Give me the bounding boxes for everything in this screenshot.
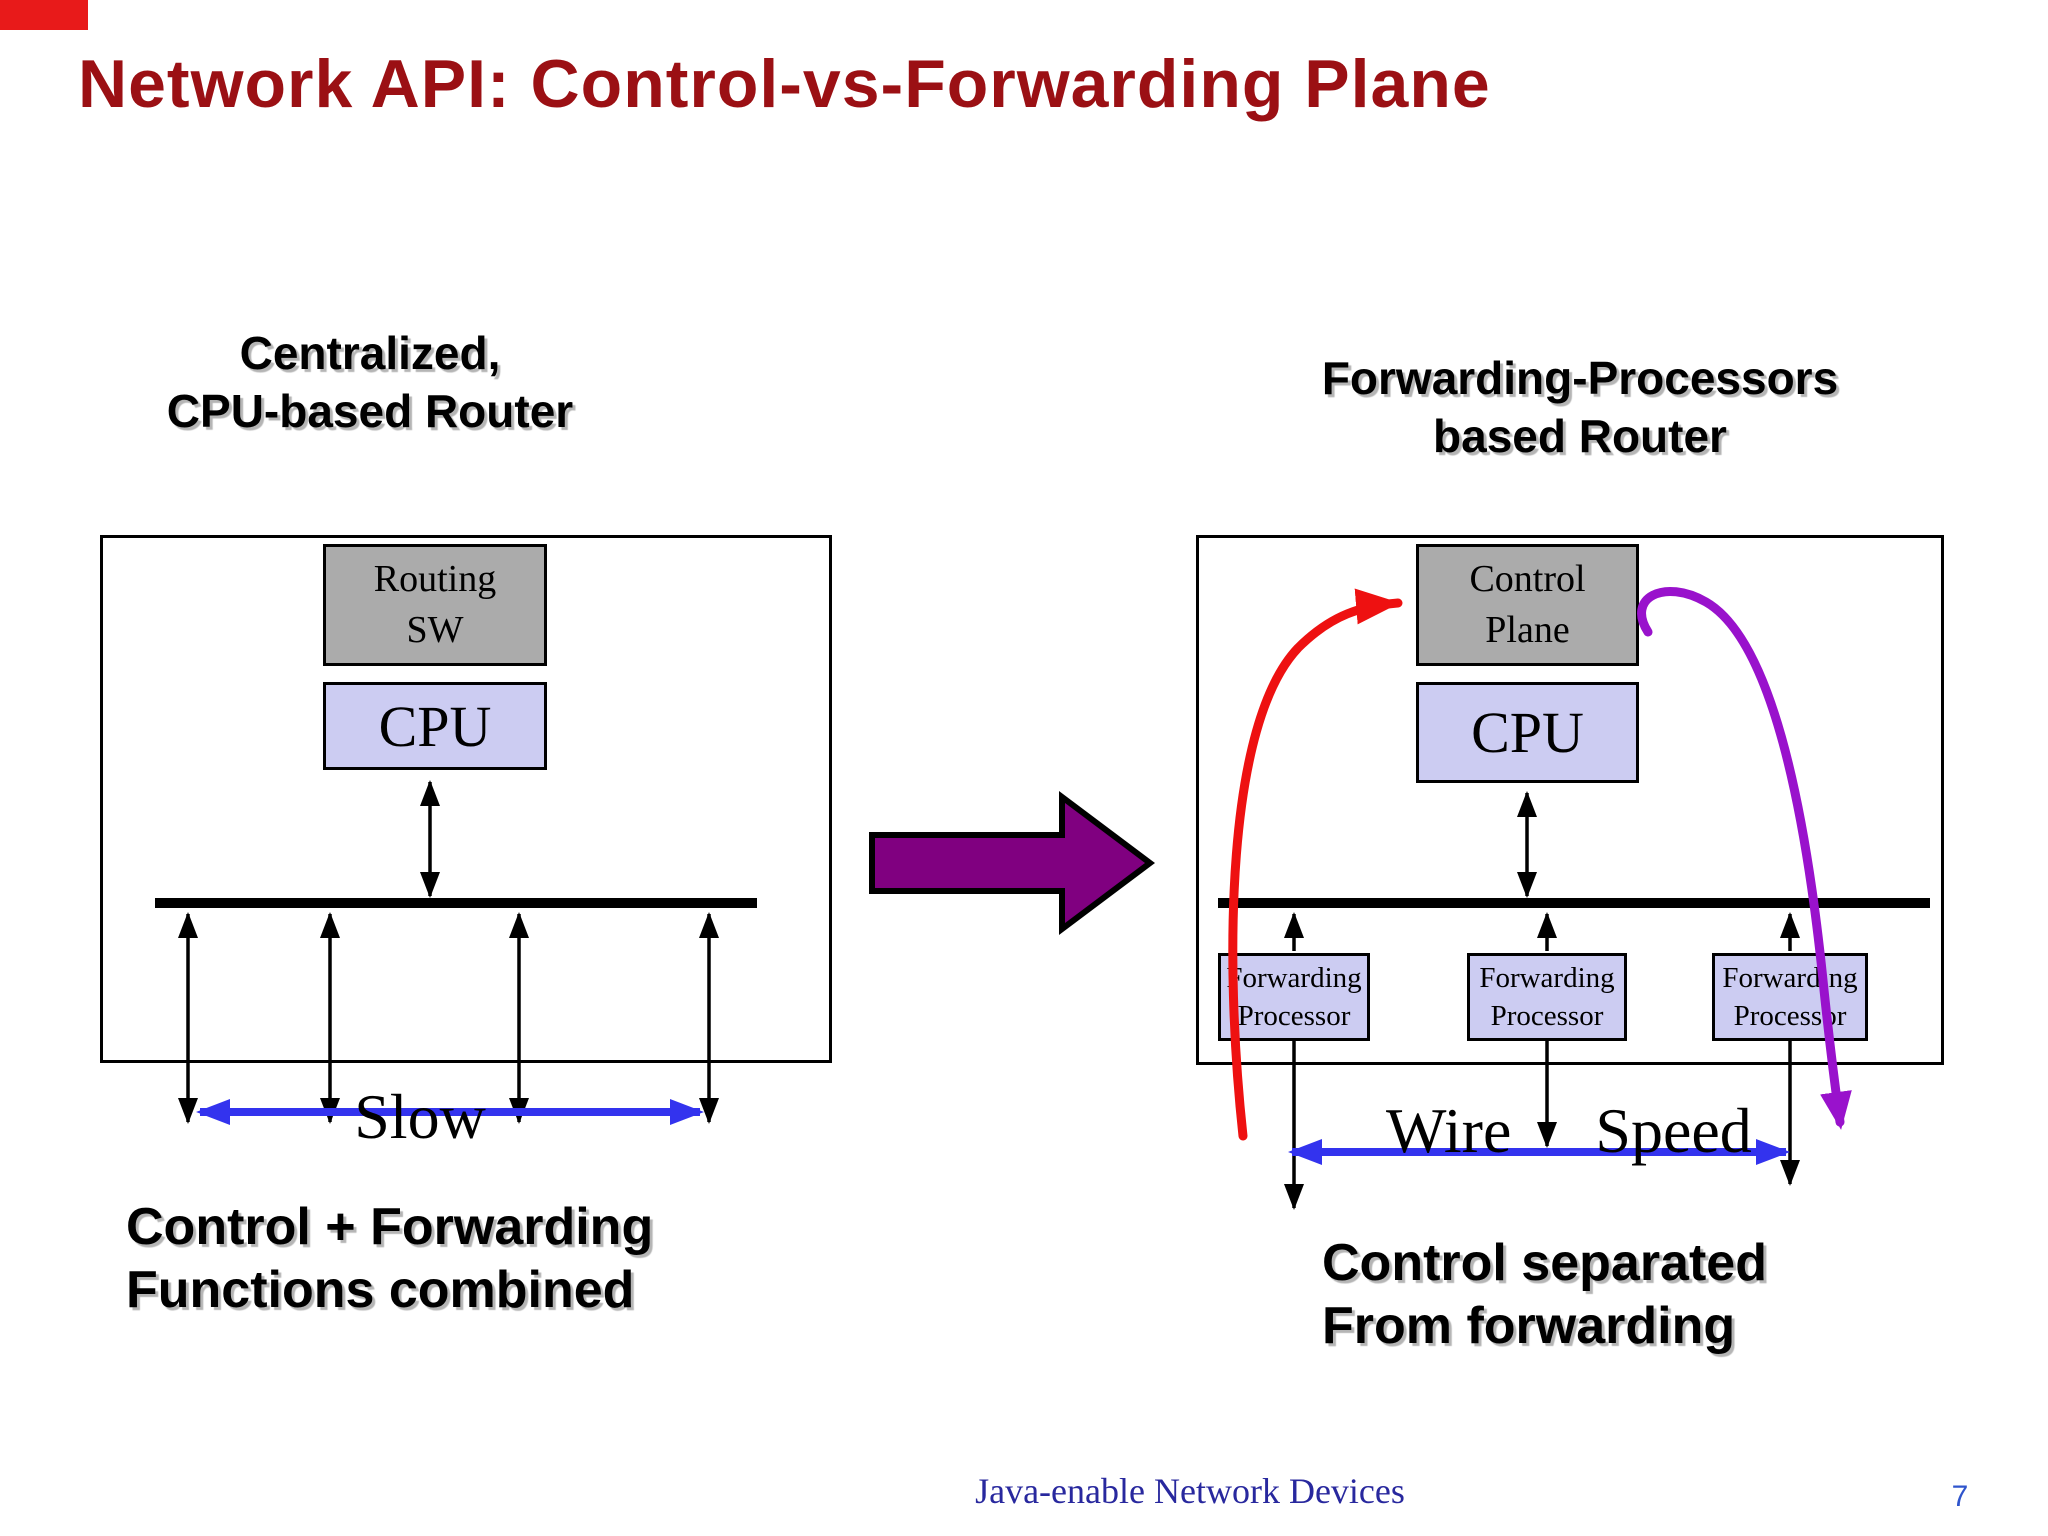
left-caption: Control + Forwarding Functions combined (126, 1196, 653, 1323)
control-plane-box: Control Plane (1416, 544, 1639, 666)
left-caption-line2: Functions combined (126, 1261, 635, 1320)
fp3-line1: Forwarding (1722, 961, 1858, 994)
forwarding-processor-box-2: Forwarding Processor (1467, 953, 1627, 1041)
left-heading-line1: Centralized, (239, 327, 501, 379)
slide-footer: Java-enable Network Devices (975, 1471, 1405, 1511)
page-number: 7 (1951, 1480, 1969, 1513)
routing-sw-box: Routing SW (323, 544, 547, 666)
left-cpu-label: CPU (378, 693, 492, 759)
wire-speed-word2: Speed (1595, 1095, 1752, 1166)
routing-sw-line2: SW (406, 609, 464, 651)
fp2-line2: Processor (1490, 1000, 1604, 1032)
fp2-line1: Forwarding (1479, 961, 1615, 994)
right-heading-line2: based Router (1433, 409, 1727, 462)
right-caption: Control separated From forwarding (1322, 1232, 1767, 1359)
slow-label: Slow (354, 1081, 486, 1152)
right-diagram-heading: Forwarding-Processors based Router (1230, 350, 1930, 466)
fp1-line2: Processor (1237, 1000, 1351, 1032)
wire-speed-label: Wire Speed (1386, 1094, 1752, 1168)
right-cpu-label: CPU (1471, 700, 1584, 765)
forwarding-processor-box-1: Forwarding Processor (1218, 953, 1370, 1041)
left-diagram-heading: Centralized, CPU-based Router (30, 325, 710, 441)
corner-red-marker (0, 0, 88, 30)
transition-block-arrow (869, 791, 1155, 935)
left-cpu-box: CPU (323, 682, 547, 770)
purple-curve-from-control-plane (1637, 587, 1852, 1130)
routing-sw-line1: Routing (373, 557, 497, 600)
forwarding-processor-box-3: Forwarding Processor (1712, 953, 1868, 1041)
right-heading-line1: Forwarding-Processors (1321, 352, 1839, 404)
right-caption-line1: Control separated (1322, 1234, 1767, 1292)
fp1-line1: Forwarding (1226, 961, 1362, 994)
right-cpu-box: CPU (1416, 682, 1639, 783)
slide-title: Network API: Control-vs-Forwarding Plane (78, 46, 1491, 122)
red-curve-to-control-plane (1228, 588, 1403, 1141)
wire-speed-word1: Wire (1386, 1095, 1512, 1166)
left-heading-line2: CPU-based Router (166, 384, 574, 437)
control-plane-line2: Plane (1485, 609, 1570, 651)
control-plane-line1: Control (1469, 557, 1586, 600)
left-caption-line1: Control + Forwarding (126, 1198, 654, 1256)
right-caption-line2: From forwarding (1322, 1297, 1736, 1356)
